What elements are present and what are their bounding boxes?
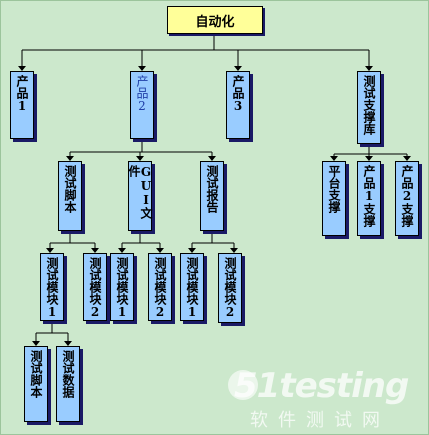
root-label: 自动化 [195, 14, 235, 30]
node-leaf-script: 测试脚本 [24, 346, 48, 422]
node-module-a2-label: 测试模块2 [88, 257, 102, 319]
node-module-b2: 测试模块2 [148, 253, 172, 321]
node-module-c1: 测试模块1 [180, 253, 204, 321]
watermark-logo: 51testing [234, 366, 409, 406]
node-product1-support: 产品1支撑 [357, 161, 381, 236]
node-module-b1: 测试模块1 [110, 253, 134, 321]
node-module-c2-label: 测试模块2 [223, 257, 237, 319]
node-leaf-script-label: 测试脚本 [29, 350, 43, 398]
node-leaf-data-label: 测试数据 [61, 350, 75, 398]
node-platform-support-label: 平台支撑 [327, 165, 341, 213]
node-module-b1-label: 测试模块1 [115, 257, 129, 319]
node-module-b2-label: 测试模块2 [153, 257, 167, 319]
watermark-circle-icon [228, 370, 258, 400]
watermark: 51testing 软件测试网 [228, 362, 428, 432]
node-product1-support-label: 产品1支撑 [362, 165, 376, 227]
node-gui-file-label: GUI文件 [127, 165, 153, 219]
node-module-c1-label: 测试模块1 [185, 257, 199, 319]
node-product3: 产品3 [226, 71, 250, 139]
node-test-report: 测试报告 [200, 161, 224, 231]
node-module-a1-label: 测试模块1 [45, 257, 59, 319]
node-support-lib: 测试支撑库 [357, 71, 381, 144]
node-test-script: 测试脚本 [58, 161, 82, 231]
node-product2-support-label: 产品2支撑 [400, 165, 414, 227]
node-module-a1: 测试模块1 [40, 253, 64, 321]
node-module-a2: 测试模块2 [83, 253, 107, 321]
node-platform-support: 平台支撑 [322, 161, 346, 236]
node-support-lib-label: 测试支撑库 [362, 75, 376, 135]
node-product1: 产品1 [10, 71, 34, 139]
node-product3-label: 产品3 [231, 75, 245, 113]
node-product2-label: 产品2 [135, 75, 149, 113]
node-product2: 产品2 [130, 71, 154, 139]
watermark-subtitle: 软件测试网 [250, 410, 390, 431]
root-node: 自动化 [167, 6, 263, 34]
node-test-script-label: 测试脚本 [63, 165, 77, 213]
node-gui-file: GUI文件 [127, 161, 153, 231]
node-module-c2: 测试模块2 [218, 253, 242, 323]
node-product2-support: 产品2支撑 [395, 161, 419, 236]
node-leaf-data: 测试数据 [56, 346, 80, 422]
node-test-report-label: 测试报告 [205, 165, 219, 213]
node-product1-label: 产品1 [15, 75, 29, 113]
